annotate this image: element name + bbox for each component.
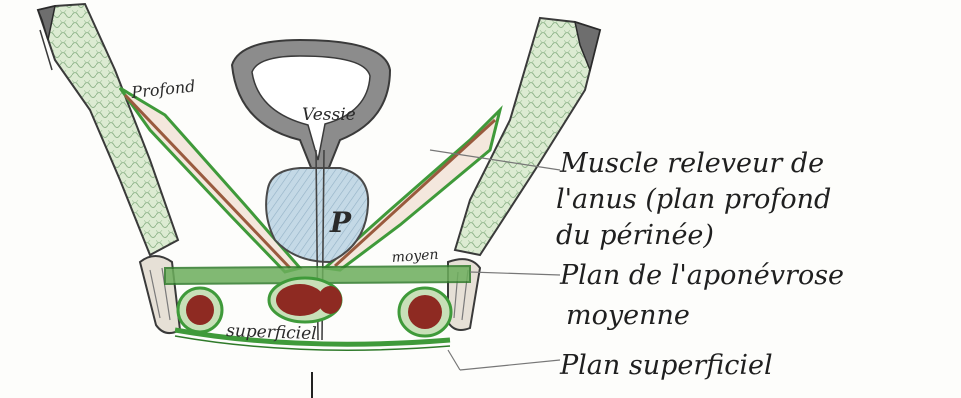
bladder-label: Vessie — [302, 105, 356, 125]
legend-releveur-line2: l'anus (plan profond — [556, 184, 831, 215]
legend-releveur-line1: Muscle releveur de — [559, 148, 824, 179]
deep-plane-label: Profond — [129, 76, 196, 102]
prostate-label: P — [329, 206, 352, 239]
superficial-plane-label: superficiel — [226, 321, 317, 344]
bladder: Vessie — [232, 40, 390, 170]
legend-aponevrose-line2: moyenne — [566, 300, 690, 331]
legend-aponevrose-line1: Plan de l'aponévrose — [559, 260, 844, 291]
middle-plane-label: moyen — [391, 247, 439, 266]
right-superficial-muscle — [399, 288, 451, 336]
legend-superficiel: Plan superficiel — [559, 350, 773, 381]
central-superficial-muscle — [269, 278, 342, 322]
left-superficial-muscle — [178, 288, 222, 332]
legend-releveur-line3: du périnée) — [556, 220, 714, 251]
